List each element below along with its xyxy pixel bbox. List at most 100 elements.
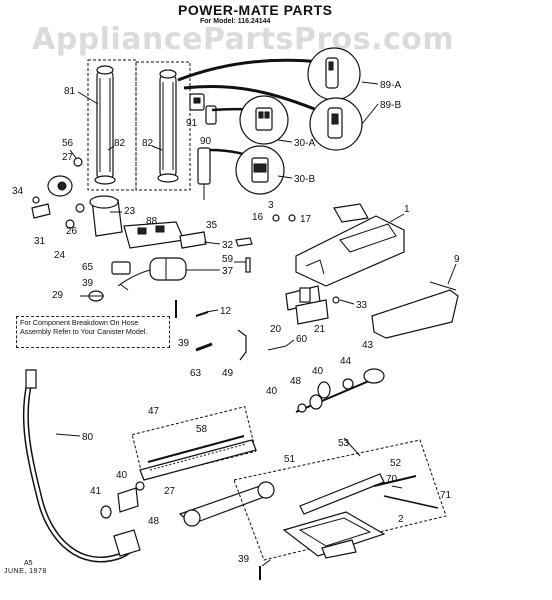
agitator-51[interactable] bbox=[178, 481, 275, 527]
bottom-plate-2[interactable] bbox=[282, 511, 386, 559]
switch-30a[interactable] bbox=[239, 95, 289, 145]
label-3: 3 bbox=[268, 200, 274, 211]
spacer-34[interactable] bbox=[32, 196, 40, 204]
rod-70[interactable] bbox=[391, 485, 403, 489]
label-2: 2 bbox=[398, 514, 404, 525]
pin-63[interactable] bbox=[195, 342, 213, 352]
label-29: 29 bbox=[52, 290, 64, 301]
label-17: 17 bbox=[300, 214, 312, 225]
label-49: 49 bbox=[222, 368, 234, 379]
label-30a: 30-A bbox=[294, 138, 315, 149]
label-47: 47 bbox=[148, 406, 160, 417]
note-box bbox=[16, 316, 170, 348]
label-52: 52 bbox=[390, 458, 402, 469]
link-49[interactable] bbox=[237, 329, 247, 361]
light-assembly-82[interactable] bbox=[135, 61, 191, 191]
label-59: 59 bbox=[222, 254, 234, 265]
watermark: AppliancePartsPros.com bbox=[32, 22, 455, 57]
label-24: 24 bbox=[54, 250, 66, 261]
brush-47[interactable] bbox=[131, 406, 257, 481]
label-31: 31 bbox=[34, 236, 46, 247]
washer-26[interactable] bbox=[75, 203, 85, 213]
shaft-assembly[interactable] bbox=[295, 377, 377, 413]
label-26: 26 bbox=[66, 226, 78, 237]
label-12: 12 bbox=[220, 306, 232, 317]
screw-39-top[interactable] bbox=[119, 283, 129, 291]
nut-24[interactable] bbox=[65, 219, 75, 229]
label-43: 43 bbox=[362, 340, 374, 351]
cap-43[interactable] bbox=[363, 368, 385, 384]
part-65[interactable] bbox=[111, 261, 131, 275]
plate-21[interactable] bbox=[295, 287, 329, 325]
screw-12[interactable] bbox=[195, 311, 209, 317]
label-35: 35 bbox=[206, 220, 218, 231]
label-88: 88 bbox=[146, 216, 158, 227]
label-90: 90 bbox=[200, 136, 212, 147]
switch-30b[interactable] bbox=[235, 145, 285, 195]
label-89b: 89-B bbox=[380, 100, 401, 111]
end-cap-48-left[interactable] bbox=[117, 487, 139, 513]
bearing-27[interactable] bbox=[47, 175, 73, 197]
bracket-32[interactable] bbox=[179, 231, 207, 249]
rod-71[interactable] bbox=[383, 495, 439, 509]
label-44: 44 bbox=[340, 356, 352, 367]
motor-bracket-88[interactable] bbox=[123, 221, 185, 249]
bearing-40-right[interactable] bbox=[297, 403, 307, 413]
label-60: 60 bbox=[296, 334, 308, 345]
clip-31[interactable] bbox=[31, 203, 51, 219]
label-37: 37 bbox=[222, 266, 234, 277]
wheel-56[interactable] bbox=[73, 157, 83, 167]
label-39a: 39 bbox=[82, 278, 94, 289]
label-39c: 39 bbox=[238, 554, 250, 565]
switch-harness[interactable] bbox=[197, 147, 211, 200]
motor-37[interactable] bbox=[117, 257, 187, 287]
light-assembly-81[interactable] bbox=[87, 59, 137, 191]
screw-16-17[interactable] bbox=[272, 214, 296, 222]
label-53: 53 bbox=[338, 438, 350, 449]
label-20: 20 bbox=[270, 324, 282, 335]
publication-date: JUNE, 1978 bbox=[4, 568, 47, 575]
label-89a: 89-A bbox=[380, 80, 401, 91]
label-63: 63 bbox=[190, 368, 202, 379]
label-39b: 39 bbox=[178, 338, 190, 349]
switch-91[interactable] bbox=[189, 93, 205, 111]
wire-60[interactable] bbox=[267, 345, 287, 351]
grommet-59[interactable] bbox=[245, 257, 251, 273]
housing-23[interactable] bbox=[89, 195, 123, 237]
plate-3[interactable] bbox=[333, 203, 369, 223]
hood-1[interactable] bbox=[295, 215, 405, 287]
washer-41[interactable] bbox=[100, 505, 112, 519]
label-48a: 48 bbox=[290, 376, 302, 387]
label-70: 70 bbox=[386, 474, 398, 485]
label-40b: 40 bbox=[312, 366, 324, 377]
label-33: 33 bbox=[356, 300, 368, 311]
label-16: 16 bbox=[252, 212, 264, 223]
connector-89b[interactable] bbox=[309, 97, 363, 151]
leader-lines bbox=[55, 81, 457, 567]
screw-33[interactable] bbox=[332, 296, 340, 304]
label-30b: 30-B bbox=[294, 174, 315, 185]
connector-89a[interactable] bbox=[307, 47, 361, 101]
label-91: 91 bbox=[186, 118, 198, 129]
label-32: 32 bbox=[222, 240, 234, 251]
hose-80[interactable] bbox=[22, 369, 141, 563]
bumper-52[interactable] bbox=[373, 475, 417, 487]
handle-9[interactable] bbox=[371, 281, 459, 339]
label-56: 56 bbox=[62, 138, 74, 149]
label-65: 65 bbox=[82, 262, 94, 273]
model-number: For Model: 116.24144 bbox=[200, 18, 271, 25]
label-34: 34 bbox=[12, 186, 24, 197]
bristle-strip-58[interactable] bbox=[147, 435, 245, 463]
label-48b: 48 bbox=[148, 516, 160, 527]
bearing-40-mid[interactable] bbox=[317, 381, 331, 399]
label-23: 23 bbox=[124, 206, 136, 217]
hose-note: For Component Breakdown On Hose Assembly… bbox=[20, 318, 148, 336]
label-82a: 82 bbox=[114, 138, 126, 149]
pulley-48-right[interactable] bbox=[309, 394, 323, 410]
label-21: 21 bbox=[314, 324, 326, 335]
bearing-40-left[interactable] bbox=[135, 481, 145, 491]
washer-44[interactable] bbox=[342, 378, 354, 390]
clip-35[interactable] bbox=[235, 237, 253, 247]
